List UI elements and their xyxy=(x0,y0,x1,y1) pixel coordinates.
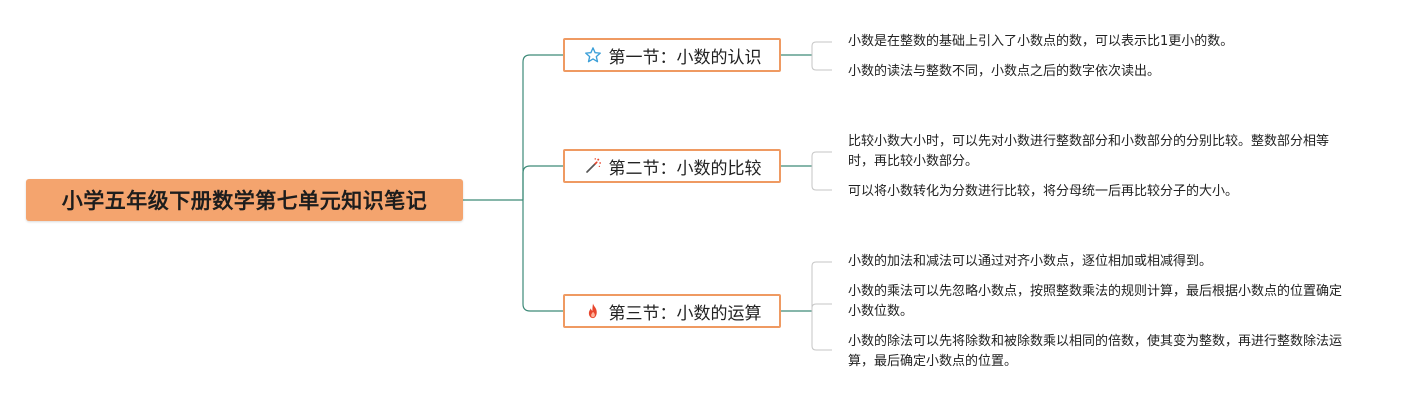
leaf-connector-2a xyxy=(811,151,832,166)
root-branch-connectors xyxy=(463,54,563,312)
fire-icon xyxy=(583,301,603,321)
leaf-connector-3b xyxy=(811,303,832,311)
leaf-note-1b[interactable]: 小数的读法与整数不同，小数点之后的数字依次读出。 xyxy=(848,64,1161,79)
star-outline-icon xyxy=(583,45,603,65)
leaf-connectors xyxy=(811,41,832,351)
section-outgoing-connectors xyxy=(781,54,812,312)
leaf-note-1a[interactable]: 小数是在整数的基础上引入了小数点的数，可以表示比1更小的数。 xyxy=(848,34,1234,49)
leaf-note-2a[interactable]: 比较小数大小时，可以先对小数进行整数部分和小数部分的分别比较。整数部分相等时，再… xyxy=(848,134,1330,169)
root-topic[interactable]: 小学五年级下册数学第七单元知识笔记 xyxy=(26,179,463,221)
leaf-note-3c[interactable]: 小数的除法可以先将除数和被除数乘以相同的倍数，使其变为整数，再进行整数除法运算，… xyxy=(848,334,1343,369)
leaf-connector-2b xyxy=(811,166,832,191)
section-topic-1[interactable]: 第一节：小数的认识 xyxy=(563,38,781,72)
section-topic-2[interactable]: 第二节：小数的比较 xyxy=(563,149,781,183)
leaf-connector-3a xyxy=(811,261,832,311)
leaf-connector-1a xyxy=(811,41,832,55)
root-topic-label: 小学五年级下册数学第七单元知识笔记 xyxy=(61,189,428,213)
section-topic-3[interactable]: 第三节：小数的运算 xyxy=(563,294,781,328)
section-topic-2-label: 第二节：小数的比较 xyxy=(608,158,762,179)
leaf-note-3a[interactable]: 小数的加法和减法可以通过对齐小数点，逐位相加或相减得到。 xyxy=(848,254,1213,269)
branch-to-section-2 xyxy=(522,165,563,200)
leaf-note-3b[interactable]: 小数的乘法可以先忽略小数点，按照整数乘法的规则计算，最后根据小数点的位置确定小数… xyxy=(848,284,1343,319)
section-topic-1-label: 第一节：小数的认识 xyxy=(608,47,762,68)
branch-to-section-3 xyxy=(522,200,563,312)
leaf-connector-3c xyxy=(811,311,832,351)
section-topic-3-label: 第三节：小数的运算 xyxy=(608,303,762,324)
leaf-note-2b[interactable]: 可以将小数转化为分数进行比较，将分母统一后再比较分子的大小。 xyxy=(848,184,1239,199)
leaf-connector-1b xyxy=(811,55,832,71)
magic-wand-icon xyxy=(583,156,603,176)
branch-to-section-1 xyxy=(522,54,563,200)
